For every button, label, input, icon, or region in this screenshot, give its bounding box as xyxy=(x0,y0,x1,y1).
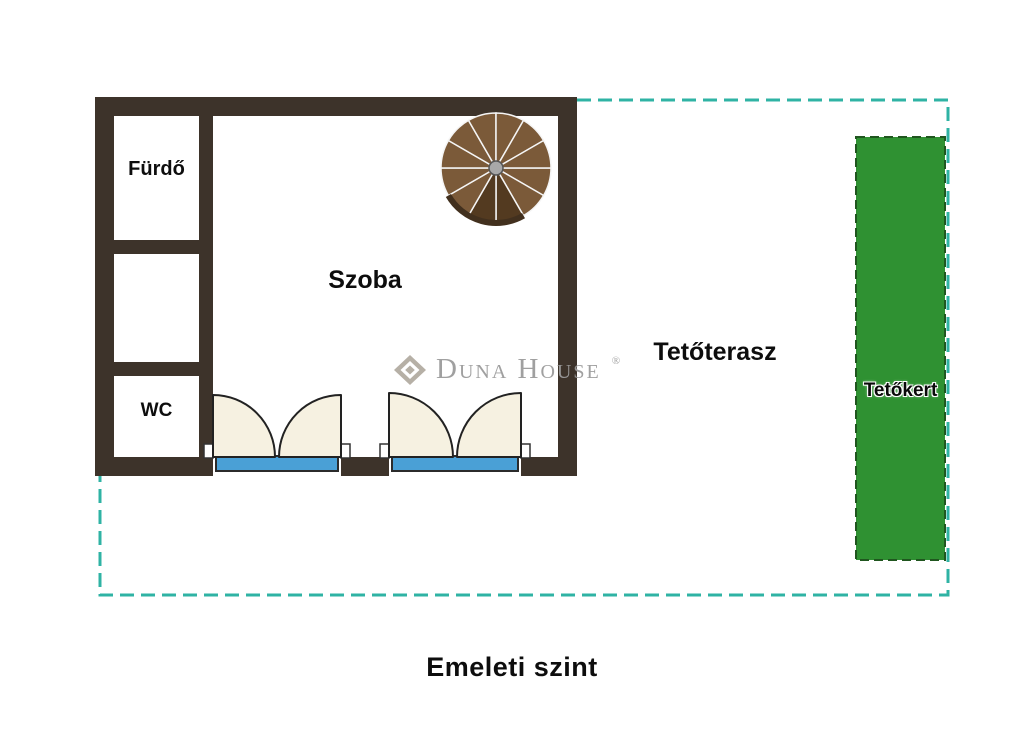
watermark: Duna House ® xyxy=(394,353,621,386)
wall-bottom-segment xyxy=(95,457,213,476)
door-sill xyxy=(391,455,519,472)
door-frame xyxy=(379,443,390,459)
door-leaf xyxy=(456,392,522,458)
stair-stringer xyxy=(445,193,525,226)
roof-garden-label: Tetőkert xyxy=(863,380,938,401)
room-label: Szoba xyxy=(328,266,402,294)
floor-caption: Emeleti szint xyxy=(426,652,598,682)
door-frame xyxy=(340,443,351,459)
wall-partition-vertical xyxy=(199,116,213,457)
wall-left xyxy=(95,97,114,476)
french-doors xyxy=(212,392,522,458)
door-leaf xyxy=(388,392,454,458)
wc-label: WC xyxy=(140,400,173,421)
door-leaf xyxy=(212,394,276,458)
roof-garden-area xyxy=(855,136,946,561)
terrace-label: Tetőterasz xyxy=(653,338,777,366)
watermark-registered: ® xyxy=(611,354,621,367)
door-sill xyxy=(215,455,339,472)
wall-bottom-segment xyxy=(341,457,389,476)
door-sills xyxy=(215,455,519,472)
wall-partition-horizontal xyxy=(114,240,199,254)
wall-top xyxy=(95,97,577,116)
stair-center-post xyxy=(488,160,504,176)
dunahouse-logo-icon xyxy=(394,354,426,385)
stair-step xyxy=(493,139,552,169)
wall-right xyxy=(558,97,577,476)
door-frame xyxy=(520,443,531,459)
door-leaf xyxy=(278,394,342,458)
door-frames xyxy=(203,443,531,459)
terrace-outline xyxy=(98,98,950,597)
bathroom-label: Fürdő xyxy=(128,158,185,180)
watermark-brand: Duna House xyxy=(436,353,601,385)
wall-bottom-segment xyxy=(521,457,577,476)
spiral-staircase-icon xyxy=(440,112,552,226)
door-frame xyxy=(203,443,214,459)
walls xyxy=(95,97,577,476)
wall-partition-horizontal xyxy=(114,362,199,376)
